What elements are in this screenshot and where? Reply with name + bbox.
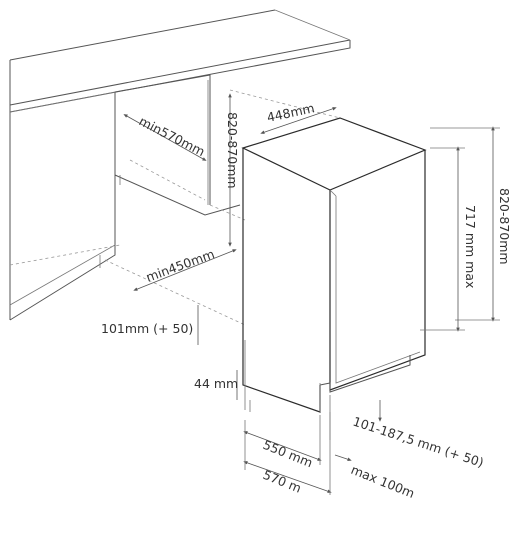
label-door-adjust: 101-187,5 mm (+ 50) [351, 414, 486, 470]
niche-back [114, 74, 246, 221]
label-body-height: 717 mm max [463, 205, 478, 288]
label-foot-height: 44 mm [194, 376, 238, 391]
label-plinth-height: 101mm (+ 50) [101, 321, 193, 336]
left-cabinet [9, 91, 116, 321]
label-total-height: 820-870mm [497, 188, 512, 265]
countertop [9, 9, 351, 113]
label-appliance-width: 448mm [266, 100, 316, 125]
label-niche-height: 820-870mm [225, 112, 240, 189]
floor-guides [9, 89, 341, 326]
dishwasher [241, 117, 427, 413]
label-niche-width: min450mm [144, 246, 217, 285]
label-niche-depth: min570mm [137, 113, 208, 159]
label-depth-550: 550 mm [261, 437, 315, 470]
label-max-100: max 100m [349, 462, 417, 501]
dimension-lines [123, 93, 500, 495]
label-depth-570: 570 m [261, 467, 304, 496]
